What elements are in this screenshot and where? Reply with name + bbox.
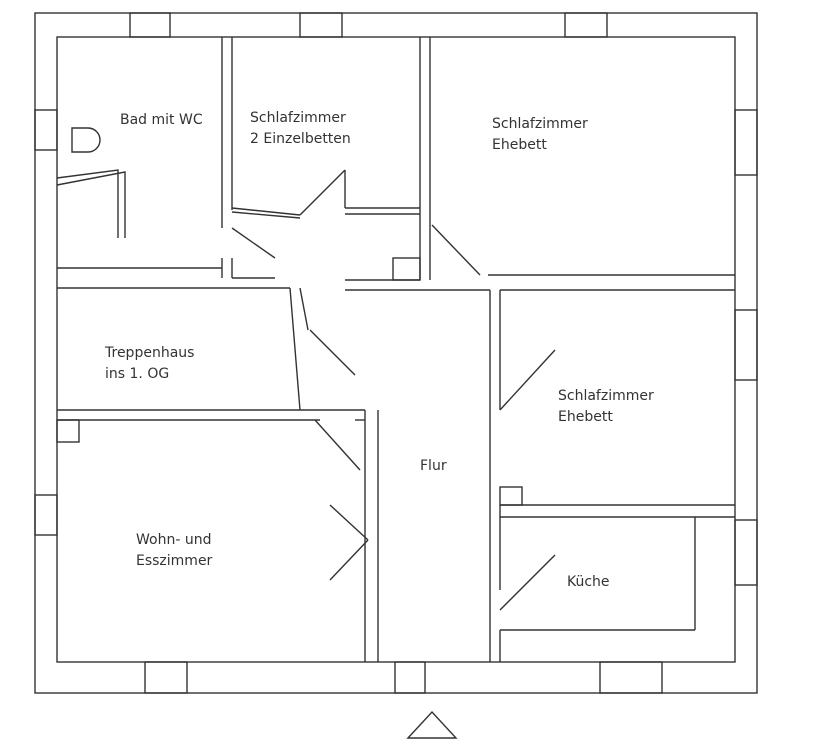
label-schlafzimmer-einzel: Schlafzimmer 2 Einzelbetten	[250, 108, 351, 150]
interior-walls	[56, 37, 735, 662]
label-line1: Wohn- und	[136, 532, 212, 548]
label-line1: Treppenhaus	[105, 345, 195, 361]
label-line2: Ehebett	[558, 409, 613, 425]
label-flur: Flur	[420, 458, 447, 474]
label-line1: Schlafzimmer	[492, 116, 588, 132]
label-line2: ins 1. OG	[105, 366, 170, 382]
label-bad: Bad mit WC	[120, 112, 203, 128]
bathtub-icon	[56, 169, 126, 238]
label-treppenhaus: Treppenhaus ins 1. OG	[105, 343, 194, 385]
label-line2: Ehebett	[492, 137, 547, 153]
doors	[231, 169, 556, 611]
label-line2: Esszimmer	[136, 553, 213, 569]
toilet-icon	[71, 127, 101, 153]
label-kueche: Küche	[567, 574, 610, 590]
windows	[34, 12, 758, 694]
label-line1: Schlafzimmer	[558, 388, 654, 404]
label-line2: 2 Einzelbetten	[250, 131, 351, 147]
label-line1: Schlafzimmer	[250, 110, 346, 126]
north-arrow-icon	[406, 710, 458, 739]
